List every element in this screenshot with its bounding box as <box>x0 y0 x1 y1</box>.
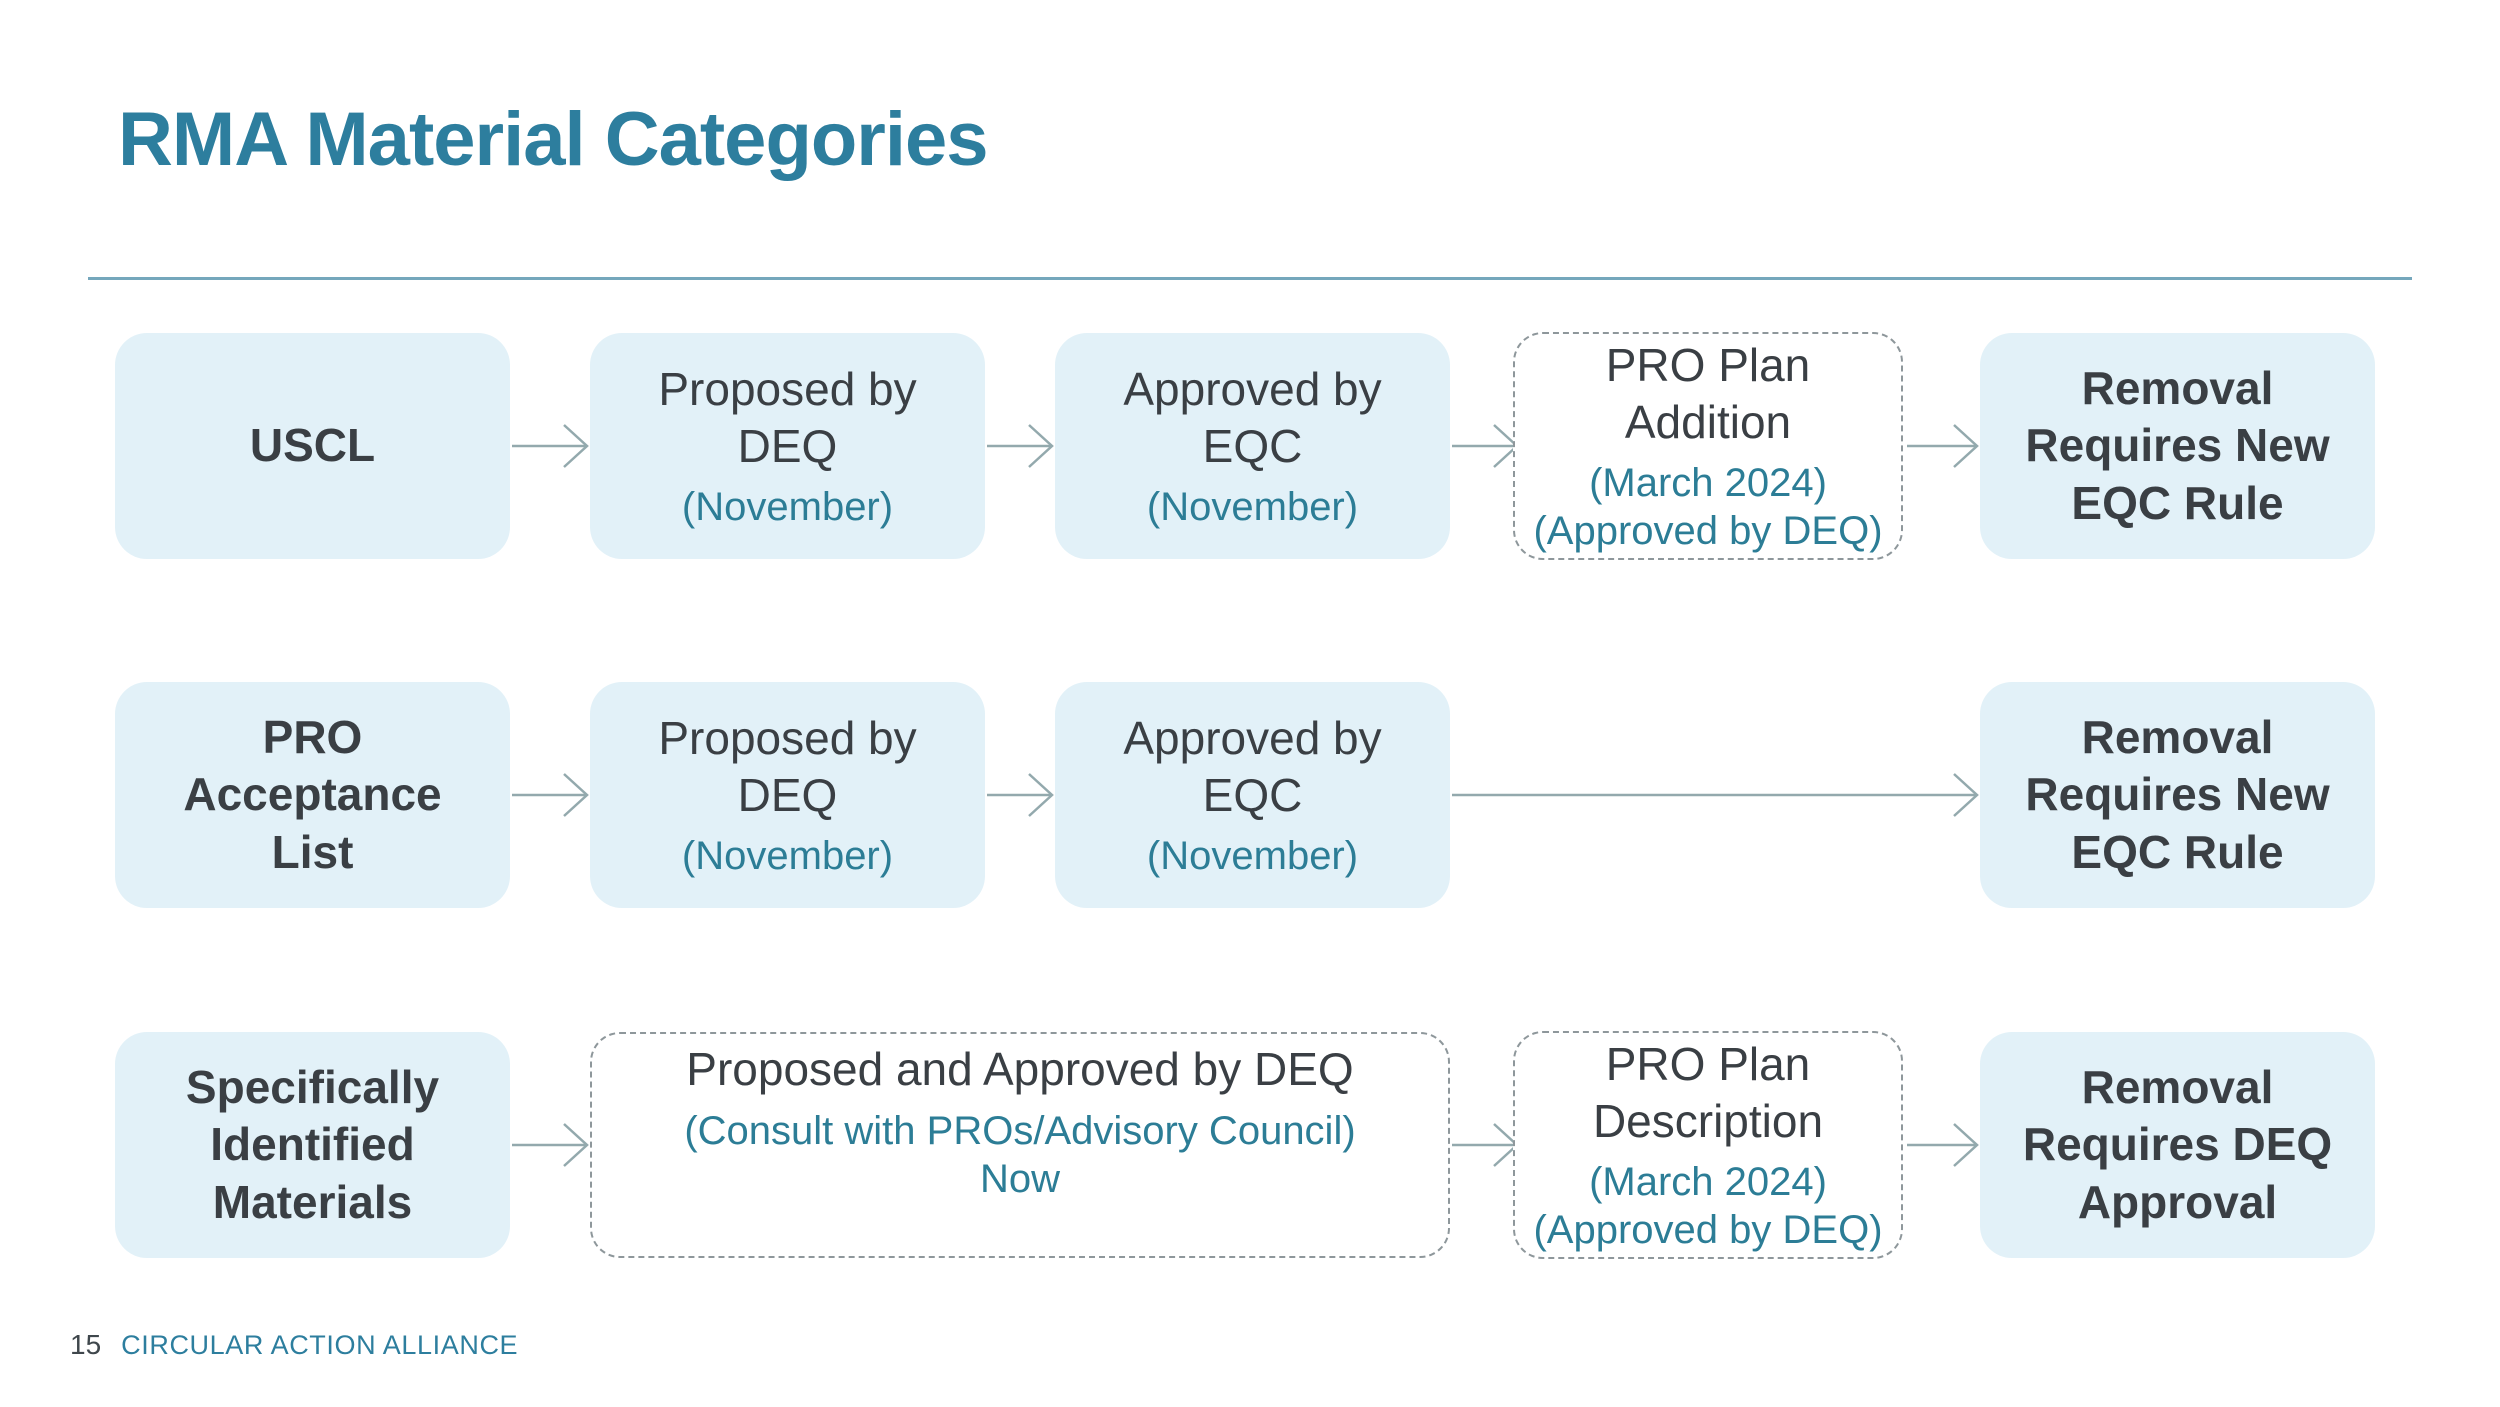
node-subline: (Approved by DEQ) <box>1533 509 1883 554</box>
node-line: Proposed and Approved by DEQ <box>686 1043 1354 1096</box>
arrow-materials-to-proposed-approved <box>512 1123 589 1167</box>
node-r1-removal-requires-new-eqc-rule: Removal Requires New EQC Rule <box>1980 333 2375 559</box>
arrow-approved-to-pro-plan-addition <box>1452 424 1519 468</box>
node-line: EQC <box>1202 420 1303 472</box>
node-line: Requires New <box>2025 419 2330 472</box>
node-line: Approval <box>2077 1175 2278 1228</box>
arrow-acceptance-to-proposed <box>512 773 589 817</box>
node-line: Requires New <box>2025 768 2330 821</box>
node-line: EQC Rule <box>2071 476 2284 529</box>
node-line: Specifically <box>185 1061 440 1114</box>
brand-name: CIRCULAR ACTION ALLIANCE <box>121 1330 519 1360</box>
node-subline: (March 2024) <box>1589 1160 1827 1205</box>
node-line: PRO Plan <box>1605 1037 1811 1090</box>
node-subline: (Approved by DEQ) <box>1533 1208 1883 1253</box>
node-r2-removal-requires-new-eqc-rule: Removal Requires New EQC Rule <box>1980 682 2375 908</box>
node-pro-acceptance-list: PRO Acceptance List <box>115 682 510 908</box>
arrow-uscl-to-proposed <box>512 424 589 468</box>
node-line: List <box>271 825 354 878</box>
node-line: Removal <box>2081 711 2274 764</box>
page-title: RMA Material Categories <box>118 97 989 182</box>
arrow-proposed-to-approved-r2 <box>987 773 1054 817</box>
node-line: DEQ <box>737 420 838 472</box>
node-line: Proposed by <box>658 362 917 415</box>
node-line: PRO <box>262 711 363 764</box>
node-r2-proposed-by-deq: Proposed by DEQ (November) <box>590 682 985 908</box>
node-pro-plan-addition: PRO Plan Addition (March 2024) (Approved… <box>1513 332 1903 560</box>
node-line: Removal <box>2081 362 2274 415</box>
footer: 15 CIRCULAR ACTION ALLIANCE <box>70 1329 518 1361</box>
node-uscl: USCL <box>115 333 510 559</box>
node-line: Requires DEQ <box>2022 1118 2333 1171</box>
node-subline: (November) <box>681 834 894 879</box>
node-removal-requires-deq-approval: Removal Requires DEQ Approval <box>1980 1032 2375 1258</box>
node-subline: (Consult with PROs/Advisory Council) <box>684 1108 1356 1153</box>
node-line: DEQ <box>737 769 838 821</box>
node-line: EQC <box>1202 769 1303 821</box>
node-line: Acceptance <box>183 768 442 821</box>
node-r2-approved-by-eqc: Approved by EQC (November) <box>1055 682 1450 908</box>
node-specifically-identified-materials: Specifically Identified Materials <box>115 1032 510 1258</box>
node-subline: Now <box>979 1156 1061 1201</box>
node-line: Approved by <box>1123 362 1382 415</box>
node-line: Removal <box>2081 1061 2274 1114</box>
node-subline: (November) <box>1146 485 1359 530</box>
arrow-proposed-to-approved-r1 <box>987 424 1054 468</box>
title-divider <box>88 277 2412 280</box>
node-line: Proposed by <box>658 711 917 764</box>
node-subline: (November) <box>1146 834 1359 879</box>
arrow-addition-to-removal-r1 <box>1907 424 1979 468</box>
node-line: Addition <box>1624 396 1792 448</box>
node-r1-proposed-by-deq: Proposed by DEQ (November) <box>590 333 985 559</box>
arrow-description-to-removal-r3 <box>1907 1123 1979 1167</box>
page-number: 15 <box>70 1329 102 1360</box>
node-line: EQC Rule <box>2071 825 2284 878</box>
node-line: Materials <box>212 1175 413 1228</box>
node-line: Identified <box>210 1118 415 1171</box>
node-subline: (November) <box>681 485 894 530</box>
node-proposed-and-approved-by-deq: Proposed and Approved by DEQ (Consult wi… <box>590 1032 1450 1258</box>
arrow-approved-to-removal-long <box>1452 773 1979 817</box>
arrow-proposed-approved-to-description <box>1452 1123 1519 1167</box>
node-line: PRO Plan <box>1605 338 1811 391</box>
node-line: Approved by <box>1123 711 1382 764</box>
node-line: Description <box>1592 1095 1824 1147</box>
node-r1-approved-by-eqc: Approved by EQC (November) <box>1055 333 1450 559</box>
node-pro-plan-description: PRO Plan Description (March 2024) (Appro… <box>1513 1031 1903 1259</box>
node-line: USCL <box>249 419 376 472</box>
node-subline: (March 2024) <box>1589 461 1827 506</box>
